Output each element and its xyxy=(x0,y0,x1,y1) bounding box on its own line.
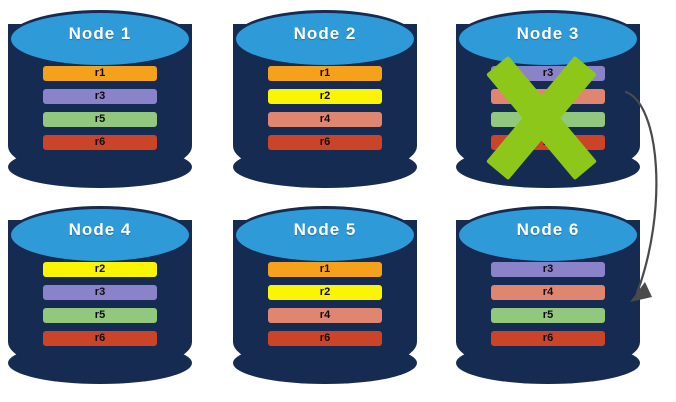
replica-bar[interactable]: r3 xyxy=(491,262,605,277)
node-1[interactable]: Node 1 r1 r3 r5 r6 xyxy=(8,10,192,190)
replica-bar[interactable]: r6 xyxy=(491,135,605,150)
replica-list: r1 r2 r4 r6 xyxy=(268,262,382,354)
replica-bar[interactable]: r5 xyxy=(491,308,605,323)
node-5[interactable]: Node 5 r1 r2 r4 r6 xyxy=(233,206,417,386)
replica-bar[interactable]: r2 xyxy=(268,89,382,104)
node-label: Node 3 xyxy=(516,24,580,43)
replica-bar[interactable]: r1 xyxy=(268,262,382,277)
replica-list: r1 r3 r5 r6 xyxy=(43,66,157,158)
cylinder-bottom xyxy=(233,146,417,188)
cylinder-bottom xyxy=(233,342,417,384)
node-label: Node 4 xyxy=(68,220,132,239)
replica-list: r3 r4 r5 r6 xyxy=(491,262,605,354)
replica-bar[interactable]: r4 xyxy=(491,285,605,300)
cylinder-bottom xyxy=(456,342,640,384)
replica-bar[interactable]: r3 xyxy=(491,66,605,81)
replica-bar[interactable]: r4 xyxy=(268,112,382,127)
node-2[interactable]: Node 2 r1 r2 r4 r6 xyxy=(233,10,417,190)
replica-bar[interactable]: r6 xyxy=(491,331,605,346)
replica-bar[interactable]: r2 xyxy=(43,262,157,277)
replica-bar[interactable]: r6 xyxy=(268,331,382,346)
replica-bar[interactable]: r6 xyxy=(43,135,157,150)
replica-bar[interactable]: r2 xyxy=(268,285,382,300)
replica-bar[interactable]: r6 xyxy=(43,331,157,346)
replica-list: r1 r2 r4 r6 xyxy=(268,66,382,158)
replica-bar[interactable]: r6 xyxy=(268,135,382,150)
replica-list: r2 r3 r5 r6 xyxy=(43,262,157,354)
node-3[interactable]: Node 3 r3 r4 r5 r6 xyxy=(456,10,640,190)
node-label: Node 2 xyxy=(293,24,357,43)
replica-bar[interactable]: r1 xyxy=(43,66,157,81)
replica-bar[interactable]: r5 xyxy=(491,112,605,127)
replica-bar[interactable]: r5 xyxy=(43,112,157,127)
node-label: Node 1 xyxy=(68,24,132,43)
node-label: Node 6 xyxy=(516,220,580,239)
replica-bar[interactable]: r4 xyxy=(491,89,605,104)
replica-bar[interactable]: r3 xyxy=(43,89,157,104)
replica-list: r3 r4 r5 r6 xyxy=(491,66,605,158)
node-4[interactable]: Node 4 r2 r3 r5 r6 xyxy=(8,206,192,386)
replica-bar[interactable]: r1 xyxy=(268,66,382,81)
replica-bar[interactable]: r4 xyxy=(268,308,382,323)
cylinder-bottom xyxy=(8,146,192,188)
node-label: Node 5 xyxy=(293,220,357,239)
replica-bar[interactable]: r5 xyxy=(43,308,157,323)
node-6[interactable]: Node 6 r3 r4 r5 r6 xyxy=(456,206,640,386)
replica-bar[interactable]: r3 xyxy=(43,285,157,300)
cylinder-bottom xyxy=(8,342,192,384)
